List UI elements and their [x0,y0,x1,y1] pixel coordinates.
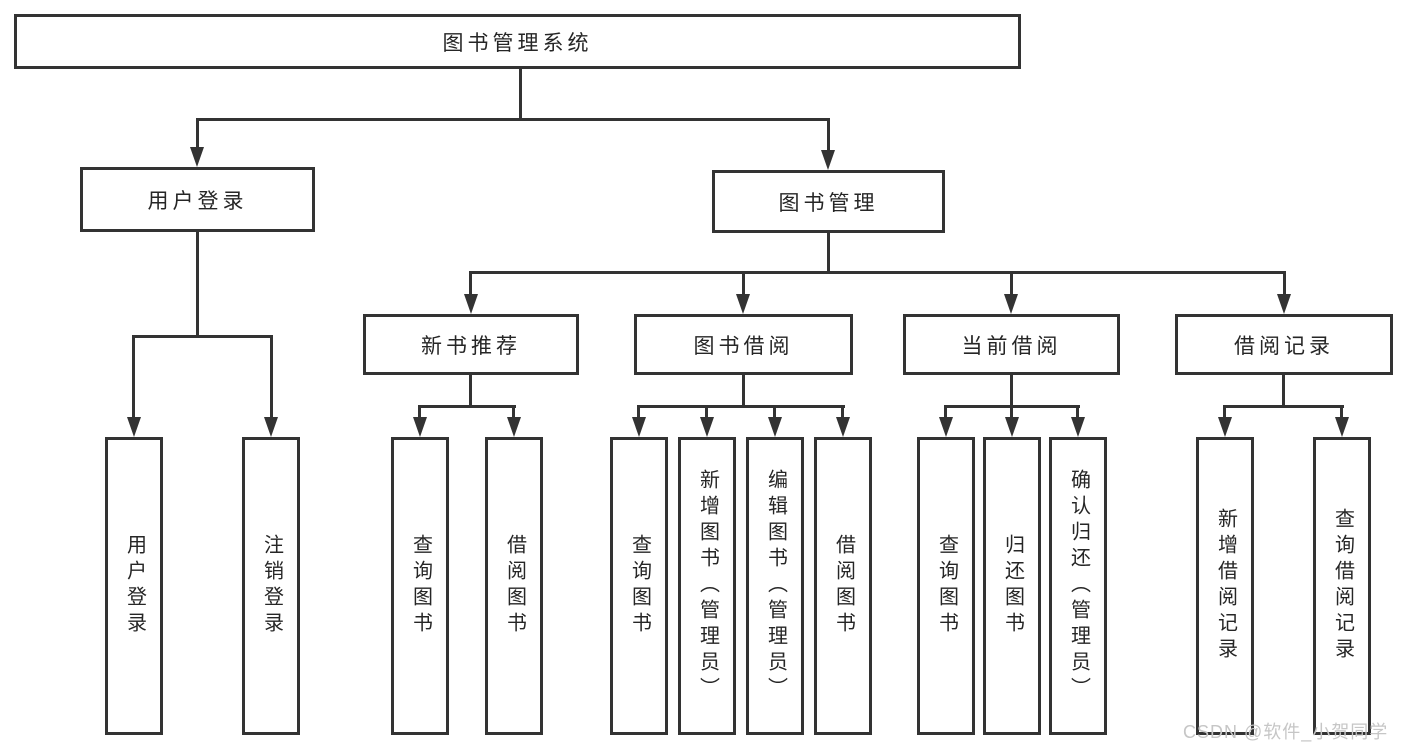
connector-line [1223,405,1226,418]
node-leaf-return-books: 归还图书 [983,437,1041,735]
node-borrow-records: 借阅记录 [1175,314,1393,375]
connector-line [1283,271,1286,297]
arrow-down-icon [736,294,750,314]
node-leaf-add-borrow-record: 新增借阅记录 [1196,437,1254,735]
node-leaf-borrow-books-recommend: 借阅图书 [485,437,543,735]
arrow-down-icon [190,147,204,167]
node-new-book-recommend: 新书推荐 [363,314,579,375]
arrow-down-icon [264,417,278,437]
node-label: 编辑图书（管理员） [764,469,787,703]
node-label: 归还图书 [1001,534,1024,638]
node-leaf-edit-books-admin: 编辑图书（管理员） [746,437,804,735]
node-label: 查询图书 [935,534,958,638]
arrow-down-icon [1004,294,1018,314]
node-label: 图书管理 [778,191,879,215]
node-leaf-confirm-return-admin: 确认归还（管理员） [1049,437,1107,735]
arrow-down-icon [127,417,141,437]
connector-line [742,375,745,407]
node-book-borrow: 图书借阅 [634,314,853,375]
connector-line [132,335,135,418]
node-label: 当前借阅 [961,334,1062,358]
connector-line [944,405,947,418]
connector-line [1340,405,1343,418]
node-root: 图书管理系统 [14,14,1021,69]
connector-line [742,271,745,297]
node-label: 新书推荐 [421,334,521,358]
arrow-down-icon [1071,417,1085,437]
connector-line [470,271,1284,274]
node-label: 用户登录 [123,534,146,638]
arrow-down-icon [1335,417,1349,437]
arrow-down-icon [1005,417,1019,437]
node-book-management: 图书管理 [712,170,945,233]
arrow-down-icon [507,417,521,437]
arrow-down-icon [1218,417,1232,437]
node-label: 用户登录 [147,189,248,213]
connector-line [1223,405,1344,408]
arrow-down-icon [413,417,427,437]
node-leaf-query-borrow-record: 查询借阅记录 [1313,437,1371,735]
arrow-down-icon [768,417,782,437]
arrow-down-icon [700,417,714,437]
connector-line [773,405,776,418]
node-leaf-query-books-current: 查询图书 [917,437,975,735]
arrow-down-icon [1277,294,1291,314]
arrow-down-icon [464,294,478,314]
node-leaf-add-books-admin: 新增图书（管理员） [678,437,736,735]
node-leaf-user-login: 用户登录 [105,437,163,735]
node-label: 借阅图书 [832,534,855,638]
node-label: 查询借阅记录 [1331,508,1354,664]
node-label: 新增图书（管理员） [696,469,719,703]
connector-line [637,405,640,418]
node-label: 注销登录 [260,534,283,638]
node-label: 图书借阅 [693,334,794,358]
connector-line [1076,405,1079,418]
connector-line [132,335,272,338]
node-label: 确认归还（管理员） [1067,469,1090,703]
connector-line [419,405,516,408]
connector-line [196,232,199,337]
node-leaf-query-books-recommend: 查询图书 [391,437,449,735]
connector-line [418,405,421,418]
node-leaf-logout: 注销登录 [242,437,300,735]
node-current-borrow: 当前借阅 [903,314,1120,375]
connector-line [196,118,830,121]
node-label: 查询图书 [409,534,432,638]
connector-line [196,118,199,147]
connector-line [469,375,472,407]
connector-line [1010,405,1013,418]
connector-line [1282,375,1285,407]
connector-line [841,405,844,418]
node-label: 借阅记录 [1234,334,1334,358]
node-leaf-query-books-borrow: 查询图书 [610,437,668,735]
node-leaf-borrow-books-borrow: 借阅图书 [814,437,872,735]
node-user-login: 用户登录 [80,167,315,232]
connector-line [469,271,472,297]
connector-line [1010,375,1013,407]
watermark: CSDN @软件_小贺同学 [1183,722,1389,742]
connector-line [519,69,522,121]
node-label: 图书管理系统 [442,31,593,55]
node-label: 借阅图书 [503,534,526,638]
node-label: 新增借阅记录 [1214,508,1237,664]
connector-line [827,118,830,150]
node-label: 查询图书 [628,534,651,638]
connector-line [270,335,273,418]
arrow-down-icon [939,417,953,437]
connector-line [637,405,845,408]
arrow-down-icon [821,150,835,170]
arrow-down-icon [632,417,646,437]
arrow-down-icon [836,417,850,437]
connector-line [1010,271,1013,297]
connector-line [705,405,708,418]
connector-line [512,405,515,418]
connector-line [827,233,830,273]
